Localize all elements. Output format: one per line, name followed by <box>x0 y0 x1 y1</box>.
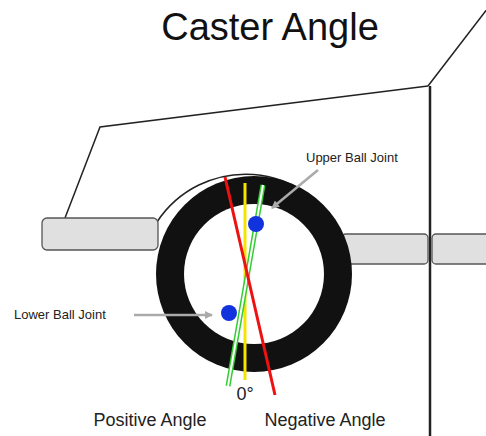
tire <box>156 176 352 372</box>
negative-caster-line <box>225 177 275 395</box>
lower-ball-joint <box>221 305 237 321</box>
part-label: Upper Ball Joint <box>304 150 400 166</box>
upper-ball-joint <box>248 216 264 232</box>
angle-label: 0° <box>236 384 253 406</box>
angle-label: Negative Angle <box>264 410 385 432</box>
leader-line <box>134 314 212 317</box>
leader-line <box>272 170 318 208</box>
part-label: Lower Ball Joint <box>12 307 108 323</box>
angle-label: Positive Angle <box>93 410 206 432</box>
title: Caster Angle <box>161 6 379 49</box>
